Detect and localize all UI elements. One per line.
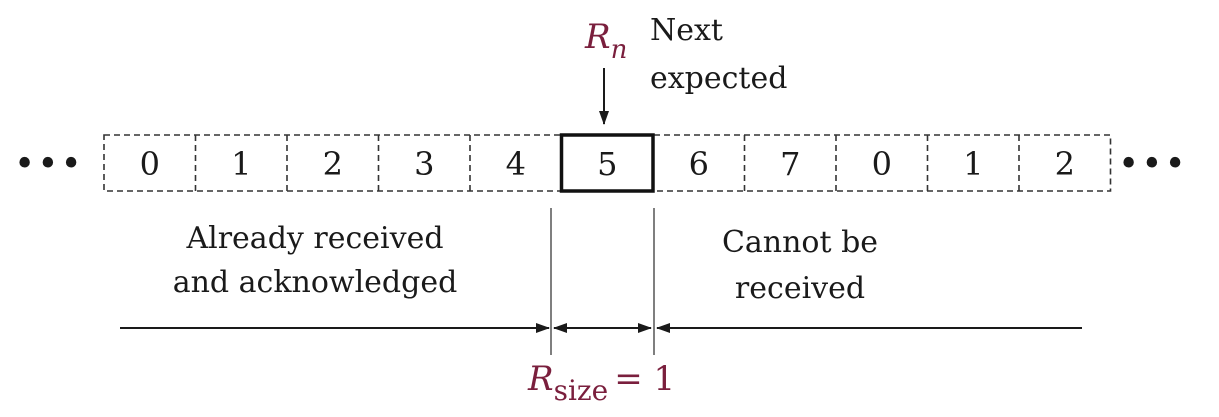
rn-label: Rn	[584, 17, 627, 65]
sequence-number: 1	[963, 145, 983, 183]
sequence-number: 0	[140, 145, 160, 183]
next-expected-seq-number: 5	[597, 145, 617, 183]
rsize-equation: = 1	[614, 359, 675, 399]
sequence-number: 1	[231, 145, 251, 183]
right-ellipsis: •••	[1118, 144, 1188, 185]
next-expected-line2: expected	[650, 61, 787, 96]
sequence-number: 0	[872, 145, 892, 183]
rn-symbol: R	[584, 17, 611, 57]
sequence-number: 6	[689, 145, 709, 183]
sequence-number: 7	[780, 145, 800, 183]
next-expected-cell	[559, 133, 655, 193]
cannot-be-received-line2: received	[735, 271, 865, 306]
sequence-number: 2	[323, 145, 343, 183]
sequence-number: 2	[1055, 145, 1075, 183]
rsize-label: Rsize= 1	[527, 359, 675, 407]
cannot-be-received-line1: Cannot be	[722, 225, 878, 260]
sequence-number: 3	[414, 145, 434, 183]
rn-subscript: n	[611, 35, 628, 65]
already-received-line1: Already received	[185, 221, 443, 256]
already-received-line2: and acknowledged	[173, 265, 458, 300]
rsize-subscript: size	[554, 374, 609, 407]
rsize-symbol: R	[527, 359, 554, 399]
sequence-strip: 0 1 2 3 4 5 6 7 0 1 2	[103, 133, 1112, 193]
next-expected-line1: Next	[650, 13, 723, 48]
sequence-number: 4	[506, 145, 526, 183]
left-ellipsis: •••	[14, 144, 84, 185]
